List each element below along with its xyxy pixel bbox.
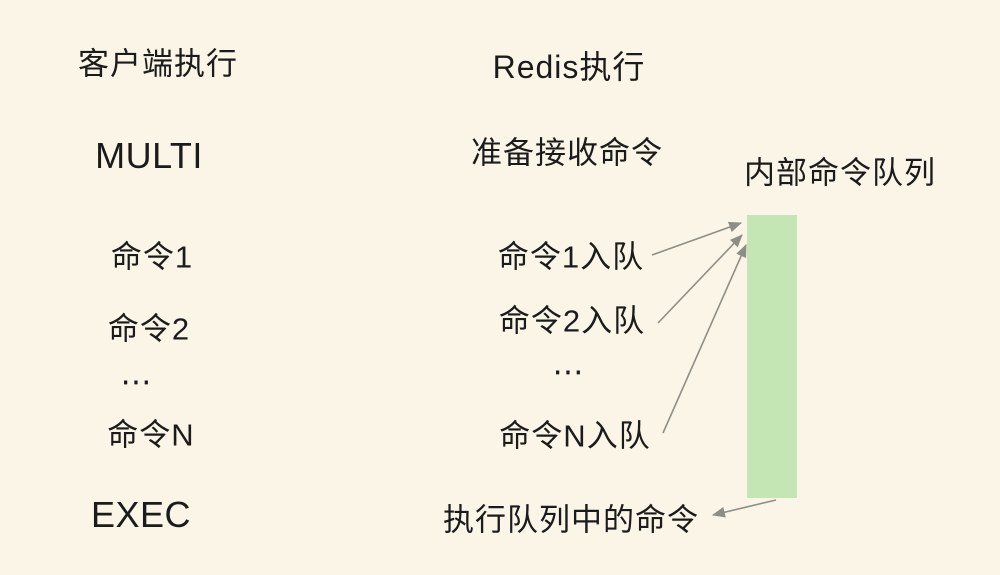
arrow-enqueue1-to-queue-icon — [651, 221, 743, 256]
internal-queue-bar — [747, 215, 797, 498]
client-steps-ellipsis: ⋯ — [120, 364, 154, 399]
redis-step-enqueuen: 命令N入队 — [499, 418, 651, 454]
arrow-enqueuen-to-queue-icon — [662, 244, 747, 434]
redis-step-enqueue2: 命令2入队 — [498, 303, 646, 339]
arrow-queue-to-execute-icon — [711, 499, 777, 518]
client-step-cmdn: 命令N — [107, 417, 195, 453]
redis-step-ready: 准备接收命令 — [471, 135, 663, 171]
client-step-multi: MULTI — [95, 135, 203, 176]
client-column-header: 客户端执行 — [78, 46, 238, 82]
client-step-cmd1: 命令1 — [110, 239, 194, 275]
client-step-exec: EXEC — [90, 494, 192, 535]
redis-column-header: Redis执行 — [492, 49, 646, 85]
arrow-enqueue2-to-queue-icon — [657, 234, 743, 324]
internal-queue-label: 内部命令队列 — [744, 155, 936, 191]
client-step-cmd2: 命令2 — [107, 311, 191, 347]
redis-step-enqueue1: 命令1入队 — [497, 239, 645, 275]
redis-step-execute: 执行队列中的命令 — [443, 502, 699, 538]
redis-steps-ellipsis: ⋯ — [552, 354, 586, 389]
